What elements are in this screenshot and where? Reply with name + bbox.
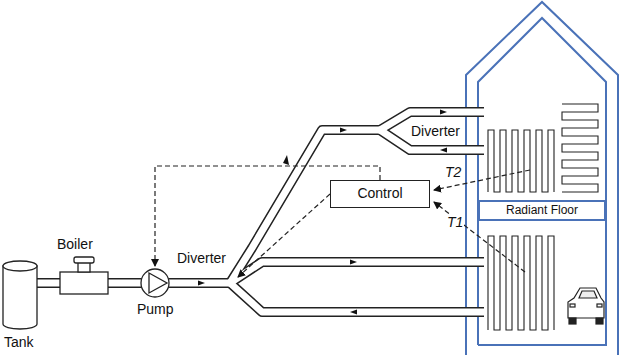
part-label: Diverter (410, 123, 461, 139)
boiler-symbol (60, 257, 108, 294)
part-label: Pump (136, 301, 175, 317)
car-icon (568, 288, 604, 324)
pipes (36, 110, 484, 315)
flow-arrows (198, 110, 447, 315)
node-label: Radiant Floor (506, 204, 578, 217)
part-label: Diverter (176, 250, 227, 266)
signal-name: T2 (444, 164, 462, 180)
pump-symbol (141, 269, 169, 297)
node-label: Control (357, 186, 402, 201)
part-label: Boiler (56, 236, 94, 252)
control-box: Control (330, 180, 430, 208)
signal-name: T1 (446, 214, 464, 230)
signal-lines (155, 166, 530, 277)
tank-symbol (3, 261, 37, 329)
radiant-floor-band: Radiant Floor (478, 200, 606, 221)
part-label: Tank (3, 334, 35, 350)
